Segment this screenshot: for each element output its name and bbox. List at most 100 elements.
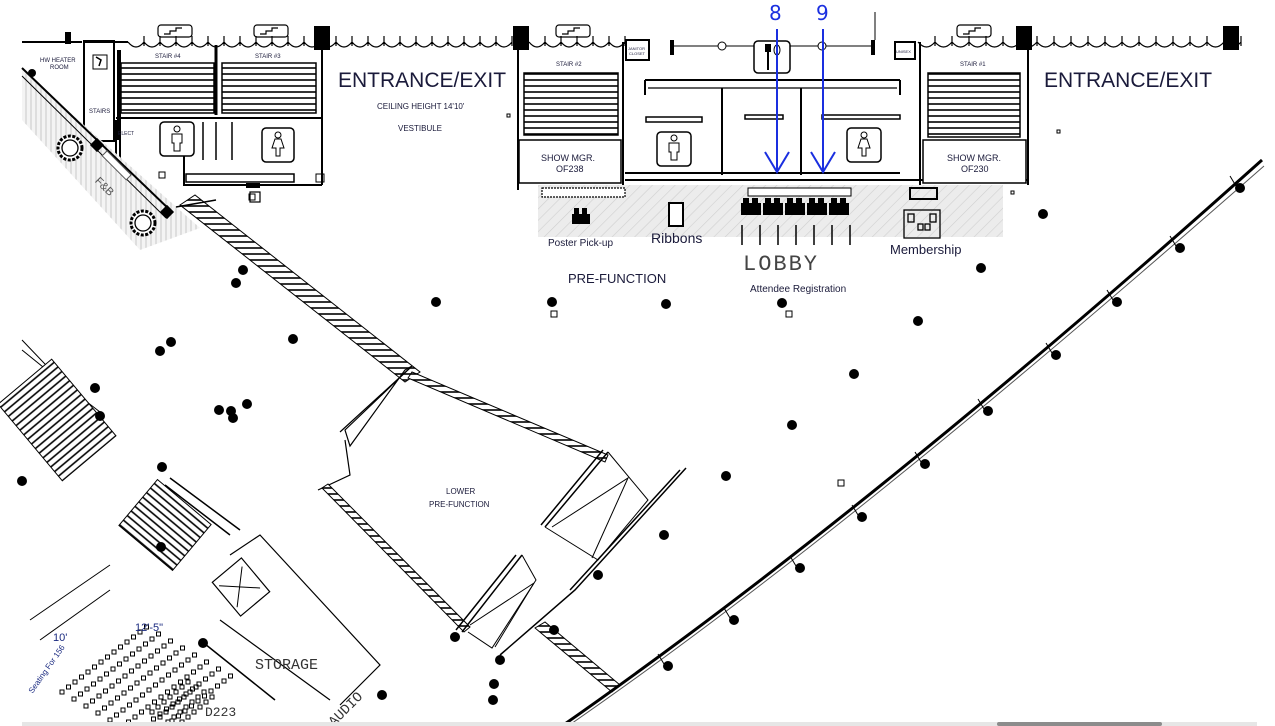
scrollbar-thumb[interactable]	[997, 722, 1162, 726]
seat	[127, 702, 132, 708]
vestibule-label: VESTIBULE	[398, 124, 442, 133]
annotation-label-9: 9	[816, 1, 829, 25]
pre-function-label: PRE-FUNCTION	[568, 271, 666, 286]
mens-restroom-icon	[159, 121, 195, 157]
show-mgr-left-label: SHOW MGR.	[541, 153, 595, 163]
column	[983, 406, 993, 416]
seat	[181, 694, 187, 700]
seat	[96, 693, 102, 699]
seat	[176, 713, 181, 719]
seating-capacity-label: Seating For 156	[27, 643, 67, 695]
seat	[130, 651, 135, 657]
seat	[168, 638, 173, 644]
entrance-exit-label-left: ENTRANCE/EXIT	[338, 69, 506, 92]
column	[377, 690, 387, 700]
mullion	[723, 607, 731, 619]
annotation-label-8: 8	[769, 1, 782, 25]
seat	[173, 650, 179, 656]
column	[489, 679, 499, 689]
stair-1-label: STAIR #1	[960, 62, 986, 68]
seat	[124, 639, 130, 645]
seat	[171, 714, 177, 720]
registration-stations-icon	[741, 198, 849, 215]
seat	[156, 631, 161, 637]
seat	[104, 671, 109, 677]
column	[238, 265, 248, 275]
column	[920, 459, 930, 469]
seat	[182, 708, 188, 714]
show-mgr-right-number: OF230	[961, 164, 989, 174]
seat	[163, 709, 169, 715]
column	[90, 383, 100, 393]
column	[777, 298, 787, 308]
column	[155, 346, 165, 356]
column	[659, 530, 669, 540]
seat	[118, 644, 123, 650]
seat	[132, 714, 138, 720]
seat	[131, 634, 136, 640]
seat	[133, 697, 139, 703]
column	[663, 661, 673, 671]
seat	[83, 703, 89, 709]
seat	[66, 684, 71, 690]
seat	[183, 704, 189, 710]
seat	[175, 699, 181, 705]
southwest-rooms	[0, 339, 381, 706]
seat	[136, 646, 142, 652]
seat	[161, 643, 167, 649]
janitor-closet-label-2: CLOSET	[629, 51, 646, 56]
column	[488, 695, 498, 705]
exterior-stair-icon	[157, 24, 992, 38]
column	[857, 512, 867, 522]
seat	[121, 690, 127, 696]
small-markers	[248, 193, 845, 487]
column	[1235, 183, 1245, 193]
column-block	[314, 26, 330, 50]
seat	[157, 714, 163, 720]
mullion	[1106, 289, 1114, 301]
seat	[215, 683, 220, 689]
seat	[154, 665, 159, 671]
seat	[140, 692, 145, 698]
seat	[142, 658, 147, 664]
seat	[134, 680, 140, 686]
column	[95, 411, 105, 421]
mullion	[914, 451, 922, 463]
column	[157, 462, 167, 472]
seat	[170, 701, 176, 707]
seat	[184, 674, 190, 680]
mullion	[977, 398, 985, 410]
seat	[155, 648, 160, 654]
seat	[195, 694, 201, 700]
mens-restroom-icon	[656, 131, 692, 167]
seat	[159, 677, 165, 683]
seat	[95, 710, 101, 716]
seat	[196, 681, 202, 687]
seat	[158, 694, 164, 700]
seat	[187, 689, 193, 695]
mullion	[789, 555, 797, 567]
seat	[92, 664, 97, 670]
seat	[153, 682, 158, 688]
column	[593, 570, 603, 580]
seat	[143, 641, 148, 647]
seat	[172, 667, 178, 673]
northwest-core: STAIR #4 STAIR #3 HW HEATER ROOM STAIRS …	[22, 40, 325, 203]
column	[231, 278, 241, 288]
seat	[189, 699, 195, 705]
queue-stanchions	[741, 225, 851, 245]
attendee-registration-label: Attendee Registration	[750, 284, 846, 295]
lobby-label: LOBBY	[743, 252, 819, 277]
seat	[59, 689, 65, 695]
column	[495, 655, 505, 665]
seat	[208, 688, 214, 694]
janitor-closet-label: JANITOR	[628, 46, 645, 51]
ribbons-label: Ribbons	[651, 230, 702, 246]
seat	[155, 704, 161, 710]
seat	[78, 691, 83, 697]
column	[721, 471, 731, 481]
annotation-arrow-9: 9	[810, 1, 836, 174]
horizontal-scrollbar[interactable]	[22, 722, 1257, 726]
seat	[201, 689, 207, 695]
womens-restroom-icon	[846, 127, 882, 163]
